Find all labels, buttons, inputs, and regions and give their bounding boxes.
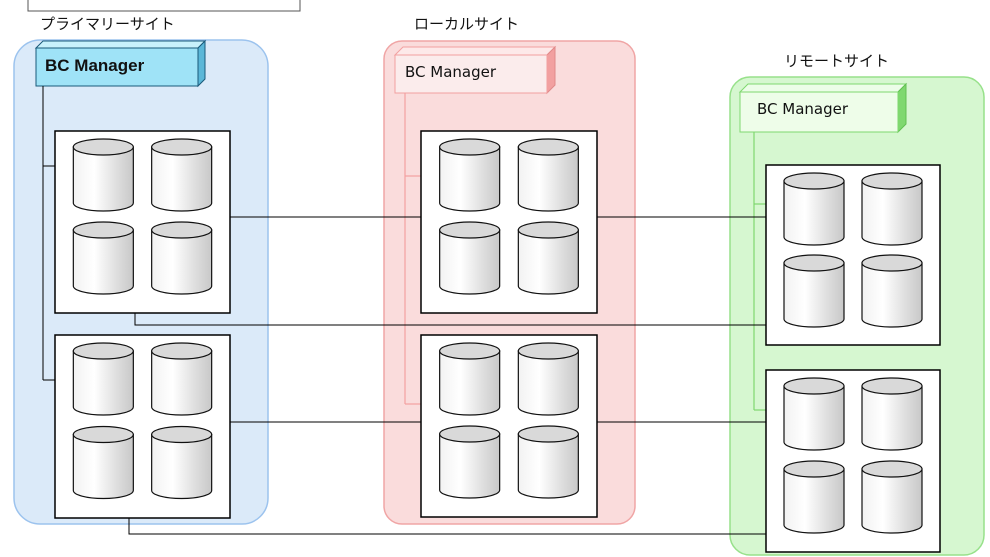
disk-cylinder xyxy=(861,377,923,451)
disk-cylinder xyxy=(861,254,923,328)
frame-fragment xyxy=(27,0,301,12)
disk-cylinder xyxy=(72,221,134,295)
disk-cylinder xyxy=(72,425,134,500)
disk-cylinder xyxy=(517,138,579,212)
local-site-title: ローカルサイト xyxy=(414,15,520,33)
disk-cylinder xyxy=(439,138,501,212)
disk-cylinder xyxy=(439,425,501,499)
disk-cylinder xyxy=(517,221,579,295)
local-manager-label: BC Manager xyxy=(405,63,497,81)
disk-cylinder xyxy=(783,172,845,246)
local-storage-1 xyxy=(420,130,598,314)
remote-storage-2 xyxy=(765,369,941,553)
disk-cylinder xyxy=(783,377,845,451)
local-manager-tag xyxy=(393,45,557,95)
remote-manager-label: BC Manager xyxy=(757,100,849,118)
primary-manager-connector xyxy=(42,86,55,381)
disk-cylinder xyxy=(783,460,845,534)
primary-manager-label: BC Manager xyxy=(45,56,145,75)
local-manager-connector xyxy=(404,93,421,405)
disk-cylinder xyxy=(151,138,213,212)
disk-cylinder xyxy=(151,425,213,500)
remote-site-title: リモートサイト xyxy=(784,52,890,70)
disk-cylinder xyxy=(72,342,134,416)
disk-cylinder xyxy=(151,342,213,416)
disk-cylinder xyxy=(861,172,923,246)
disk-cylinder xyxy=(151,221,213,295)
disk-cylinder xyxy=(517,425,579,499)
disk-cylinder xyxy=(439,221,501,295)
remote-storage-1 xyxy=(765,164,941,346)
remote-manager-tag xyxy=(738,82,908,134)
disk-cylinder xyxy=(72,138,134,212)
disk-cylinder xyxy=(783,254,845,328)
primary-storage-1 xyxy=(54,130,231,314)
local-storage-2 xyxy=(420,334,598,518)
primary-site-title: プライマリーサイト xyxy=(40,15,175,33)
primary-storage-2 xyxy=(54,334,231,519)
disk-cylinder xyxy=(517,342,579,416)
primary-manager-tag xyxy=(34,39,207,88)
replication-links xyxy=(128,216,766,535)
remote-manager-connector xyxy=(753,132,766,411)
disk-cylinder xyxy=(439,342,501,416)
disk-cylinder xyxy=(861,460,923,534)
